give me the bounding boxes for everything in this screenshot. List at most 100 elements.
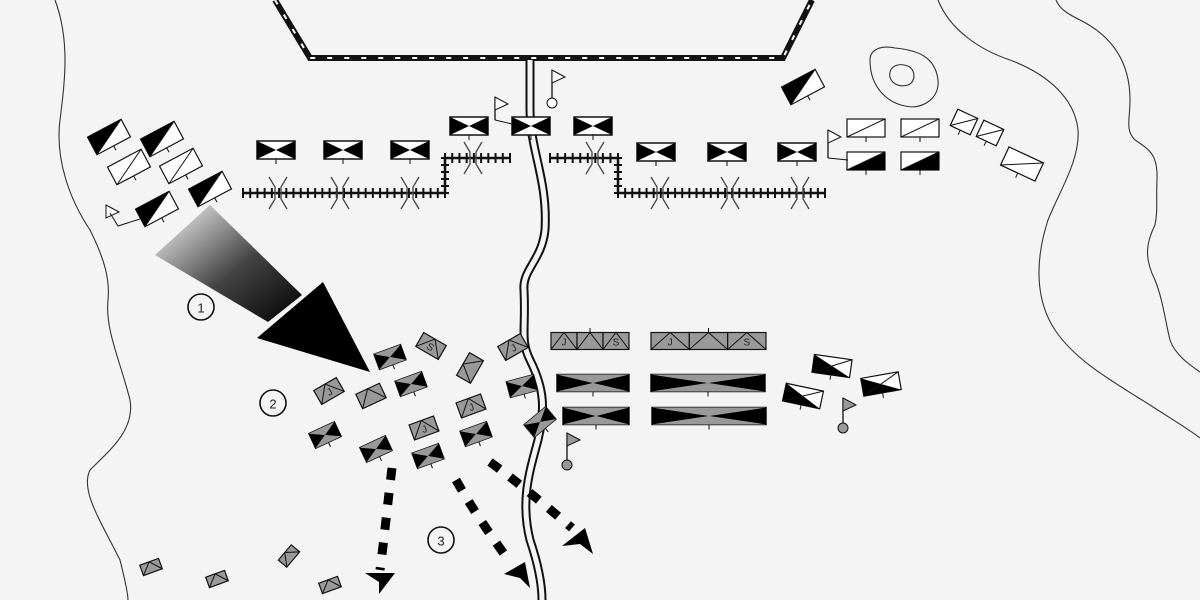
enemy-column-14: [523, 405, 557, 439]
friendly-cavalry-right-2: [900, 118, 940, 142]
friendly-infantry-2: [323, 140, 363, 164]
enemy-reserve-jager-2-part-1: J: [650, 331, 690, 351]
unit-letter: J: [509, 343, 519, 355]
attack-arrow-head: [257, 282, 370, 372]
enemy-detachment-2: [204, 569, 230, 589]
unit-letter: S: [424, 341, 436, 354]
phase-label-1: 1: [187, 293, 215, 321]
phase-label-1-text: 1: [197, 301, 204, 316]
enemy-reserve-jager-2-part-3: S: [727, 331, 767, 351]
retreat-arrow-south-head: [365, 573, 395, 594]
enemy-detachment-1: [138, 557, 164, 577]
enemy-attack-columns: S J J J J: [138, 331, 557, 595]
friendly-infantry-4: [449, 116, 489, 140]
enemy-reserve-line-1: [556, 373, 630, 397]
enemy-cavalry-1: [811, 353, 853, 380]
contour-right-outer: [1055, 0, 1200, 373]
phase-label-2: 2: [259, 389, 287, 417]
artillery-battery-8: [790, 176, 810, 210]
enemy-jager-7: J: [455, 393, 487, 419]
friendly-cavalry-left-3: [106, 148, 152, 186]
enemy-column-12: [358, 434, 394, 464]
friendly-cavalry-left-5: [134, 190, 180, 228]
friendly-cavalry-left-4: [158, 147, 204, 185]
attack-arrow-shaft: [155, 205, 302, 322]
retreat-arrows: [365, 458, 593, 594]
phase-label-2-text: 2: [269, 397, 276, 412]
artillery-battery-3: [400, 176, 420, 210]
friendly-cavalry-right-1: [846, 118, 886, 142]
enemy-jager-10: J: [408, 415, 440, 441]
artillery-battery-7: [720, 176, 740, 210]
friendly-cavalry: [86, 68, 1045, 228]
friendly-cavalry-left-2: [139, 120, 185, 158]
enemy-jager-2: [455, 351, 485, 385]
river: [519, 60, 550, 600]
retreat-arrow-se1-head: [504, 562, 530, 588]
enemy-column-8: [505, 373, 539, 399]
friendly-infantry-3: [390, 140, 430, 164]
phase-label-3-text: 3: [437, 534, 444, 549]
artillery-battery-6: [650, 176, 670, 210]
entrenchment-right: [549, 153, 826, 198]
enemy-reserve-jager-2-part-2: [688, 331, 729, 351]
enemy-cavalry-3: [860, 371, 902, 398]
enemy-jager-3: J: [496, 332, 530, 362]
entrenchment-lines: [242, 141, 826, 210]
enemy-column-13: [411, 442, 445, 470]
enemy-detachment-3: [277, 543, 301, 569]
friendly-infantry-8: [707, 142, 747, 166]
enemy-reserve-line-4: [651, 406, 767, 430]
contour-right-inner: [937, 0, 1200, 439]
artillery-battery-4: [463, 141, 483, 175]
friendly-skirmish-3: [999, 146, 1045, 182]
main-attack-arrow: [155, 205, 370, 372]
friendly-cavalry-left-1: [86, 118, 132, 156]
contour-left: [54, 0, 132, 600]
enemy-reserve-jager-1-part-2: [576, 331, 604, 351]
entrenchment-left: [242, 153, 511, 198]
friendly-infantry-1: [256, 140, 296, 164]
friendly-infantry-9: [777, 142, 817, 166]
artillery-battery-1: [268, 176, 288, 210]
artillery-battery-2: [330, 176, 350, 210]
friendly-cavalry-right-3: [846, 151, 886, 175]
enemy-column-6: [394, 370, 428, 398]
retreat-arrow-se2-head: [562, 528, 593, 554]
phase-label-3: 3: [427, 526, 455, 554]
enemy-reserve-line-2: [650, 373, 766, 397]
enemy-jager-5: [355, 382, 387, 410]
unit-letter: J: [420, 424, 428, 436]
enemy-flag-right: [837, 397, 858, 434]
enemy-jager-4: J: [312, 376, 346, 406]
enemy-column-9: [307, 420, 343, 450]
flag-infantry-center: [494, 96, 510, 120]
enemy-reserve-jager-1-part-3: S: [602, 331, 630, 351]
unit-letter: J: [467, 402, 475, 414]
friendly-skirmish-2: [975, 119, 1005, 147]
unit-letter: J: [668, 338, 673, 349]
enemy-column-11: [459, 420, 493, 448]
unit-letter: J: [325, 387, 335, 399]
hq-flag-center: [546, 69, 567, 109]
retreat-arrow-se1: [452, 477, 514, 565]
friendly-cavalry-right-4: [900, 151, 940, 175]
enemy-column-1: [373, 343, 407, 371]
enemy-flag-center: [561, 432, 582, 471]
retreat-arrow-se2: [487, 458, 575, 532]
friendly-skirmish-1: [949, 108, 979, 136]
flag-cavalry-left: [105, 204, 121, 219]
unit-letter: J: [562, 338, 567, 349]
enemy-reserve-line-3: [562, 406, 630, 430]
friendly-infantry-6: [573, 116, 613, 140]
hill-outer: [869, 46, 939, 108]
friendly-infantry-line: [256, 116, 817, 166]
enemy-reserve-jager-1-part-1: J: [550, 331, 578, 351]
retreat-arrow-south: [375, 467, 397, 571]
enemy-detachment-4: [317, 575, 343, 595]
friendly-cavalry-left-6: [187, 170, 233, 208]
